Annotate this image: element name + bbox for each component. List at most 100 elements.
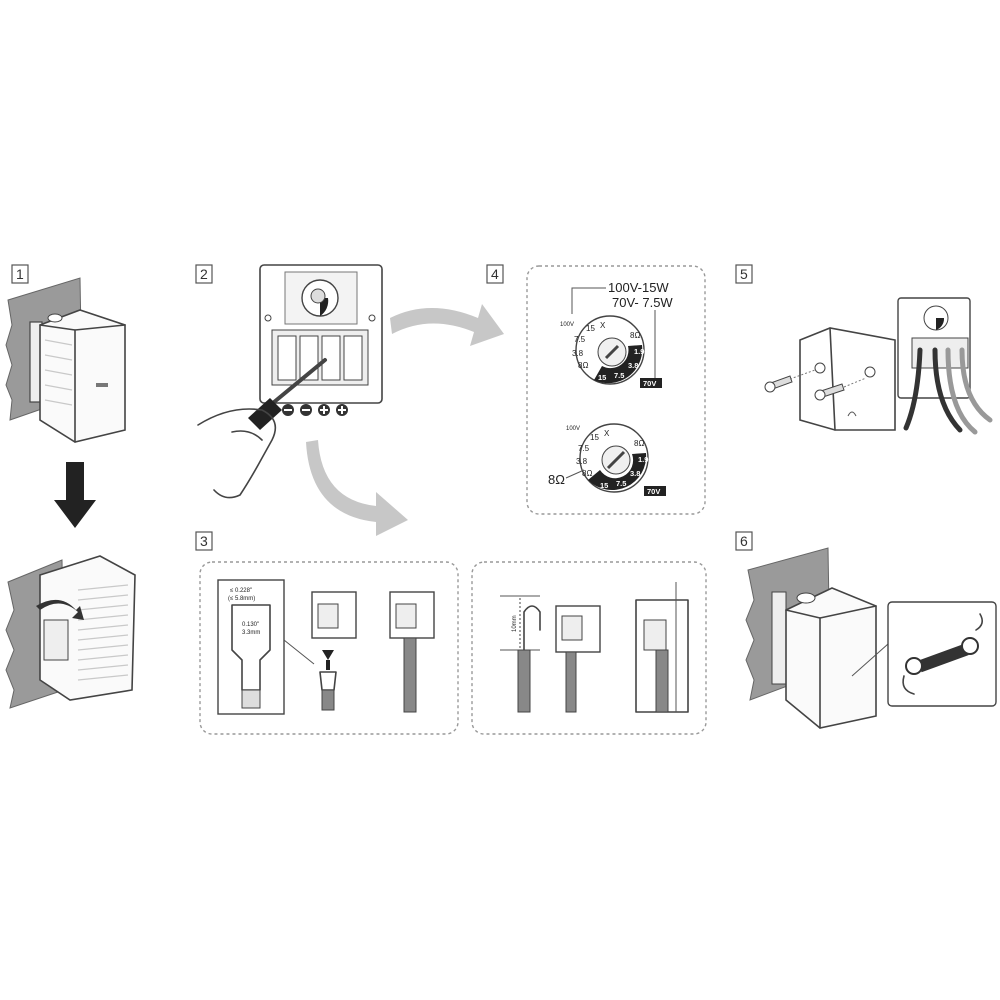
step-1: 1: [5, 264, 136, 709]
dial-top-70v-badge: [640, 378, 662, 388]
wire-gray-2: [959, 347, 993, 423]
dial-label-70v-7.5w: 70V- 7.5W: [612, 295, 673, 310]
screw-guide-line: [789, 369, 816, 380]
speaker-grille: [44, 339, 73, 406]
wire-dark-1: [903, 347, 923, 431]
spade-width-inch: ≤ 0.228": [230, 588, 252, 594]
dial-top-dark-arc: [594, 345, 643, 384]
dial-top-7.5-right: 7.5: [614, 371, 624, 380]
dial-bottom-7.5-right: 7.5: [616, 479, 626, 488]
dial-bottom-1.9: 1.9: [638, 455, 648, 464]
speaker-cabinet-rotated: [39, 555, 136, 701]
down-arrow-icon: [54, 462, 96, 528]
post-side-nut: [643, 619, 667, 651]
cover-edge: [829, 327, 836, 431]
cable-a: [321, 689, 335, 711]
step-6-number: 6: [740, 533, 748, 549]
panel-screw-hole: [368, 314, 376, 322]
speaker-cabinet-mounted: [785, 587, 877, 729]
step-2-box: [195, 264, 213, 284]
cable-e: [655, 649, 669, 713]
rotate-arrow-icon: [36, 599, 84, 620]
terminal-plate: [43, 619, 69, 661]
wire-gray-1: [945, 347, 978, 435]
dial-bottom-8ohm: 8Ω: [582, 469, 592, 478]
dial-top-8ohm: 8Ω: [578, 361, 588, 370]
dial-top-slot: [604, 344, 620, 360]
terminal-cover: [799, 327, 896, 431]
dial-bottom-3.8: 3.8: [576, 457, 588, 466]
screw-icon: [814, 383, 845, 401]
dial-bottom-8ohm-right: 8Ω: [634, 439, 644, 448]
step-5-box: [735, 264, 753, 284]
panel-screw-hole: [264, 314, 272, 322]
dial-top-7.5: 7.5: [574, 335, 586, 344]
bracket-knob: [47, 313, 63, 323]
cover-notch: [847, 411, 857, 417]
flow-arrow-to-step4: [390, 304, 504, 346]
dial-label-100v-15w: 100V-15W: [608, 280, 669, 295]
step-3-box: [195, 531, 213, 551]
step-1-box: [11, 264, 29, 284]
dial-small-dark-segment: [320, 298, 329, 316]
step-3-number: 3: [200, 533, 208, 549]
callout-line-8ohm: [565, 469, 585, 479]
dial-label-100v: 100V: [560, 322, 574, 328]
dial-top-15: 15: [586, 324, 595, 333]
cable-d: [565, 651, 577, 713]
cover-screw-hole: [814, 362, 826, 374]
hand-finger: [231, 430, 263, 441]
step-5-number: 5: [740, 266, 748, 282]
spade-width-mm: (≤ 5.8mm): [228, 596, 255, 602]
bare-wire-hook: [523, 605, 541, 651]
hand-icon: [197, 408, 277, 499]
dial-bottom-slot: [606, 450, 626, 470]
dial-small-knob: [310, 288, 326, 304]
step-2: 2: [195, 264, 504, 536]
speaker-top-edge: [39, 324, 76, 331]
step-1-number: 1: [16, 266, 24, 282]
dial-top-x: X: [600, 321, 606, 330]
speaker-logo: [96, 383, 108, 387]
dial-settings-frame: [526, 265, 706, 515]
cable-c: [517, 649, 531, 713]
callout-line-100v: [571, 287, 606, 314]
step-4-box: [486, 264, 504, 284]
step-4-number: 4: [491, 266, 499, 282]
cover-screw-hole: [864, 366, 876, 378]
step-6-box: [735, 531, 753, 551]
mounted-dial-segment: [936, 318, 945, 330]
spade-inserting: [319, 671, 337, 691]
zoom-callout-line: [851, 643, 889, 677]
dial-top-8ohm-right: 8Ω: [630, 331, 640, 340]
callout-line-spade: [283, 639, 315, 665]
post-side-view: [635, 599, 689, 713]
step-4: 4 100V-15W 70V- 7.5W 100V X 15 7.5 3.8 8…: [486, 264, 706, 515]
polarity-markers: [282, 404, 348, 416]
insert-arrow-icon: [322, 650, 334, 660]
speaker-mounted-top: [785, 609, 821, 619]
dial-bottom-70v-text: 70V: [647, 487, 660, 496]
dial-top-70v-text: 70V: [643, 379, 656, 388]
binding-post-b-screw: [395, 603, 417, 629]
dial-bottom-15-right: 15: [600, 481, 608, 490]
wire-dark-2: [932, 347, 963, 433]
flow-arrow-to-step3: [306, 440, 408, 536]
bare-wire-frame: [471, 561, 707, 735]
dial-bottom-70v-badge: [644, 486, 666, 496]
screwdriver-handle: [248, 398, 282, 430]
dial-top-3.8: 3.8: [572, 349, 584, 358]
step-2-number: 2: [200, 266, 208, 282]
screw-icon: [764, 375, 793, 393]
bracket-knob-step6: [796, 592, 816, 604]
dial-bottom-3.8-right: 3.8: [630, 469, 640, 478]
step-3: 3 ≤ 0.228" (≤ 5.8mm) 0.130" 3.3mm 10mm: [195, 531, 707, 735]
bracket-step6: [771, 591, 787, 685]
speaker-grille-rotated: [77, 584, 129, 681]
dial-bottom-dark-arc: [588, 453, 647, 491]
binding-post-a-screw: [317, 603, 339, 629]
dial-top-3.8-right: 3.8: [628, 361, 638, 370]
dial-bottom-15: 15: [590, 433, 599, 442]
dial-top-15-right: 15: [598, 373, 606, 382]
